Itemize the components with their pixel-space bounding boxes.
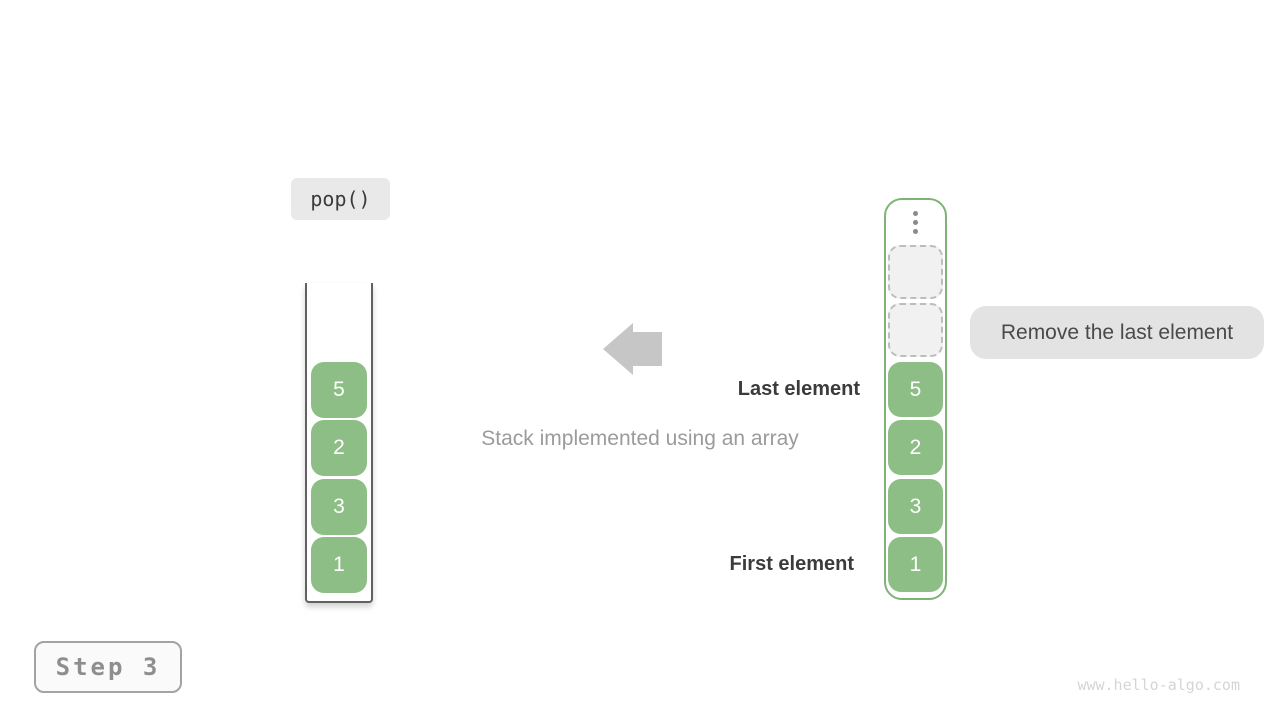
stack-cell: 3: [311, 479, 367, 535]
watermark: www.hello-algo.com: [1077, 676, 1240, 694]
stack-cell: 1: [311, 537, 367, 593]
empty-array-slot: [888, 303, 943, 357]
step-badge: Step 3: [34, 641, 182, 693]
stack-cell: 5: [311, 362, 367, 418]
last-element-label: Last element: [737, 378, 860, 400]
first-element-label: First element: [729, 553, 854, 575]
action-note: Remove the last element: [970, 306, 1264, 359]
array-cell: 1: [888, 537, 943, 592]
stack-cell: 2: [311, 420, 367, 476]
pop-operation-chip: pop(): [291, 178, 390, 220]
array-cell: 5: [888, 362, 943, 417]
array-cell: 2: [888, 420, 943, 475]
empty-array-slot: [888, 245, 943, 299]
left-arrow-icon: [603, 323, 662, 375]
vertical-dots-icon: [913, 211, 918, 234]
figure-caption: Stack implemented using an array: [481, 427, 799, 450]
array-cell: 3: [888, 479, 943, 534]
